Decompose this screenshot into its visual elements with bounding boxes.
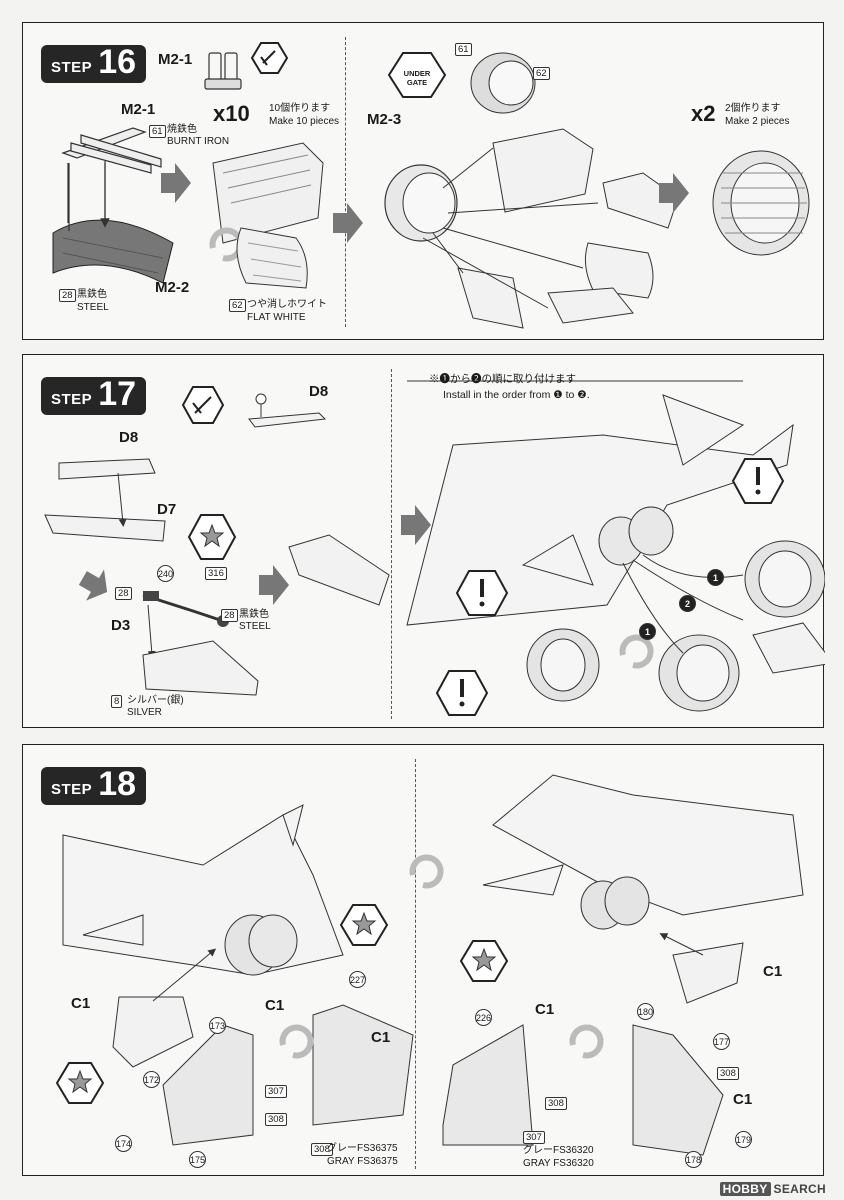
- part-d3-label: D3: [111, 617, 131, 634]
- step-18-panel: STEP 18: [22, 744, 824, 1176]
- step-badge: STEP 16: [41, 45, 147, 83]
- part-c1-label: C1: [265, 997, 285, 1014]
- part-m2-1-label: M2-1: [121, 101, 156, 118]
- step-badge: STEP 18: [41, 767, 147, 805]
- m2-1-part-icon: [204, 52, 242, 90]
- decal-number: 226: [475, 1009, 492, 1026]
- step-badge: STEP 17: [41, 377, 147, 415]
- paint-name-en: GRAY FS36375: [327, 1156, 398, 1167]
- decal-number: 175: [189, 1151, 206, 1168]
- decal-number: 173: [209, 1017, 226, 1034]
- paint-name-jp: 黒鉄色: [239, 609, 269, 620]
- paint-name-en: GRAY FS36320: [523, 1158, 594, 1169]
- decal-number: 307: [265, 1085, 287, 1098]
- quantity-label: x2: [691, 101, 716, 126]
- paint-name-jp: グレーFS36320: [523, 1145, 594, 1156]
- part-d7-label: D7: [157, 501, 177, 518]
- quantity-note-en: Make 2 pieces: [725, 116, 790, 127]
- paint-name-en: FLAT WHITE: [247, 312, 306, 323]
- paint-name-jp: 黒鉄色: [77, 289, 107, 300]
- paint-number: 62: [533, 67, 550, 80]
- part-m2-2-label: M2-2: [155, 279, 190, 296]
- decal-number: 308: [265, 1113, 287, 1126]
- paint-name-jp: 焼鉄色: [167, 124, 197, 135]
- decal-number: 174: [115, 1135, 132, 1152]
- decal-number: 308: [545, 1097, 567, 1110]
- order-marker: 1: [707, 569, 724, 586]
- decal-number: 308: [717, 1067, 739, 1080]
- decal-number: 172: [143, 1071, 160, 1088]
- part-c1-label: C1: [763, 963, 783, 980]
- step-17-illustration: [44, 380, 825, 716]
- part-c1-label: C1: [535, 1001, 555, 1018]
- paint-name-en: STEEL: [77, 302, 109, 313]
- paint-name-en: STEEL: [239, 621, 271, 632]
- part-d8-label: D8: [119, 429, 139, 446]
- decal-number: 178: [685, 1151, 702, 1168]
- quantity-label: x10: [213, 101, 250, 126]
- step-divider: [345, 37, 346, 327]
- quantity-note-jp: 10個作ります: [269, 103, 331, 114]
- under-gate-icon: UNDER GATE: [403, 69, 431, 87]
- order-marker: 2: [679, 595, 696, 612]
- step-16-panel: STEP 16: [22, 22, 824, 340]
- install-note-jp: ※❶から❷の順に取り付けます: [429, 373, 576, 385]
- step-16-illustration: [52, 42, 810, 329]
- decal-number: 316: [205, 567, 227, 580]
- paint-number: 61: [455, 43, 472, 56]
- paint-name-en: SILVER: [127, 707, 162, 718]
- paint-name-jp: つや消しホワイト: [247, 299, 327, 310]
- decal-number: 308: [311, 1143, 333, 1156]
- decal-number: 177: [713, 1033, 730, 1050]
- paint-number: 62: [229, 299, 246, 312]
- step-divider: [415, 759, 416, 1169]
- decal-number: 240: [157, 565, 174, 582]
- quantity-note-en: Make 10 pieces: [269, 116, 340, 127]
- paint-number: 28: [59, 289, 76, 302]
- part-d8-label: D8: [309, 383, 329, 400]
- decal-number: 180: [637, 1003, 654, 1020]
- quantity-note-jp: 2個作ります: [725, 103, 781, 114]
- paint-name-en: BURNT IRON: [167, 136, 230, 147]
- part-m2-3-label: M2-3: [367, 111, 402, 128]
- order-marker: 1: [639, 623, 656, 640]
- step-18-illustration: [55, 774, 804, 1156]
- decal-number: 307: [523, 1131, 545, 1144]
- paint-number: 28: [221, 609, 238, 622]
- install-note-en: Install in the order from ❶ to ❷.: [443, 389, 590, 401]
- paint-number: 8: [111, 695, 123, 708]
- part-c1-label: C1: [71, 995, 91, 1012]
- paint-number: 28: [115, 587, 132, 600]
- step-17-panel: STEP 17: [22, 354, 825, 728]
- part-m2-1-label: M2-1: [158, 51, 193, 68]
- decal-number: 227: [349, 971, 366, 988]
- part-c1-label: C1: [733, 1091, 753, 1108]
- decal-number: 179: [735, 1131, 752, 1148]
- paint-number: 61: [149, 125, 166, 138]
- paint-name-jp: シルバー(銀): [127, 695, 184, 706]
- paint-name-jp: グレーFS36375: [327, 1143, 398, 1154]
- step-divider: [391, 369, 392, 719]
- part-c1-label: C1: [371, 1029, 391, 1046]
